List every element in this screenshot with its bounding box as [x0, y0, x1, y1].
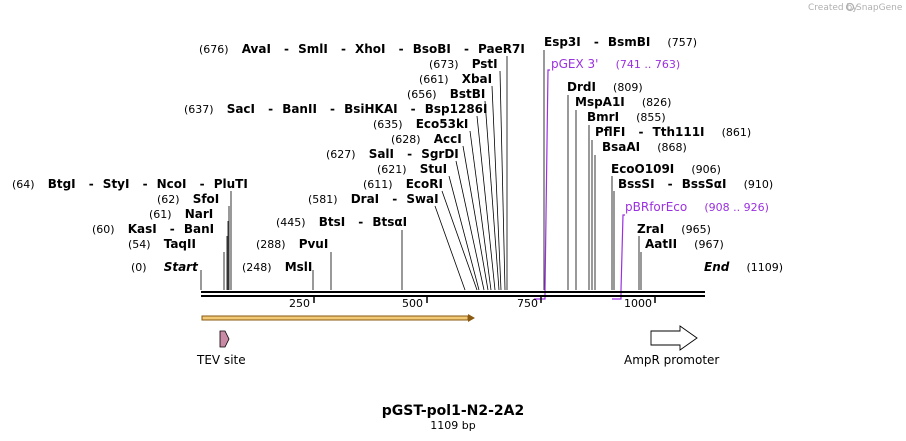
site-label-xbai[interactable]: (661) XbaI: [419, 68, 492, 87]
site-label-stui[interactable]: (621) StuI: [377, 158, 447, 177]
site-label-kasi[interactable]: (60) KasI - BanI: [92, 218, 214, 237]
site-label-nari[interactable]: (61) NarI: [149, 203, 213, 222]
start-text: Start: [164, 260, 199, 274]
site-label-pflfi[interactable]: PflFI - Tth111I (861): [595, 121, 751, 140]
site-label-aatii[interactable]: AatII (967): [645, 233, 724, 252]
site-label-acci[interactable]: (628) AccI: [391, 128, 462, 147]
site-label-ecoo109i[interactable]: EcoO109I (906): [611, 158, 721, 177]
tick-label-500: 500: [402, 297, 423, 310]
scale-ticks: [313, 296, 656, 303]
connector-psti: [499, 70, 506, 291]
site-label-taqii[interactable]: (54) TaqII: [128, 233, 196, 252]
connector-eco53ki: [469, 130, 492, 291]
connector-sali: [455, 160, 485, 291]
site-label-bmri[interactable]: BmrI (855): [587, 106, 666, 125]
feature-label-tev-site: TEV site: [196, 353, 246, 367]
tev-site-feature[interactable]: [219, 330, 230, 348]
site-label-sali[interactable]: (627) SalI - SgrDI: [326, 143, 459, 162]
map-title: pGST-pol1-N2-2A2: [382, 403, 524, 419]
site-label-pvui[interactable]: (288) PvuI: [256, 233, 328, 252]
connector-saci: [476, 115, 496, 291]
site-connectors: [200, 50, 642, 291]
connector-ecori: [441, 190, 478, 291]
site-label-sfoi[interactable]: (62) SfoI: [157, 188, 219, 207]
site-label-bstbi[interactable]: (656) BstBI: [407, 83, 485, 102]
connector-stui: [448, 175, 480, 291]
site-label-eco53ki[interactable]: (635) Eco53kI: [373, 113, 468, 132]
orf-arrow[interactable]: [201, 314, 475, 322]
site-labels-right: Esp3I - BsmBI (757) DrdI (809) MspA1I (8…: [544, 31, 773, 252]
site-label-btsi[interactable]: (445) BtsI - BtsαI: [276, 211, 407, 230]
site-labels-left: (676) AvaI - SmlI - XhoI - BsoBI - PaeR7…: [12, 38, 525, 275]
site-label-drdi[interactable]: DrdI (809): [567, 76, 643, 95]
end-label: End (1109): [704, 256, 783, 275]
feature-label-ampr-promoter: AmpR promoter: [624, 353, 719, 367]
primer-label-pgex3[interactable]: pGEX 3' (741 .. 763): [551, 53, 680, 72]
site-label-psti[interactable]: (673) PstI: [429, 53, 498, 72]
site-label-mspa1i[interactable]: MspA1I (826): [575, 91, 671, 110]
credit-brand: SnapGene: [856, 3, 903, 13]
tick-label-1000: 1000: [624, 297, 652, 310]
tick-label-250: 250: [289, 297, 310, 310]
tick-label-750: 750: [517, 297, 538, 310]
site-label-bsaai[interactable]: BsaAI (868): [602, 136, 687, 155]
site-label-saci[interactable]: (637) SacI - BanII - BsiHKAI - Bsp1286I: [184, 98, 488, 117]
connector-acci: [462, 145, 489, 291]
primer-pgex3-marker[interactable]: [534, 69, 550, 300]
site-label-msli[interactable]: (248) MslI: [242, 256, 312, 275]
site-label-btgi[interactable]: (64) BtgI - StyI - NcoI - PluTI: [12, 173, 248, 192]
site-label-drai[interactable]: (581) DraI - SwaI: [308, 188, 439, 207]
site-label-avai[interactable]: (676) AvaI - SmlI - XhoI - BsoBI - PaeR7…: [199, 38, 525, 57]
start-label: (0) Start: [131, 256, 199, 275]
map-length: 1109 bp: [430, 419, 475, 432]
site-label-zrai[interactable]: ZraI (965): [637, 218, 711, 237]
connector-drai: [434, 205, 466, 291]
credit-prefix: Created by: [808, 3, 858, 13]
site-label-bsssi[interactable]: BssSI - BssSαI (910): [618, 173, 773, 192]
site-label-esp3i[interactable]: Esp3I - BsmBI (757): [544, 31, 697, 50]
primer-pbrforeco-marker[interactable]: [612, 214, 625, 300]
backbone: [201, 291, 705, 297]
start-position: (0): [131, 261, 147, 274]
site-label-ecori[interactable]: (611) EcoRI: [363, 173, 443, 192]
end-position: (1109): [746, 261, 783, 274]
connector-xbai: [491, 85, 502, 291]
end-text: End: [704, 260, 730, 274]
primer-label-pbrforeco[interactable]: pBRforEco (908 .. 926): [625, 196, 769, 215]
snapgene-logo-icon: [845, 2, 855, 12]
connector-bstbi: [484, 100, 500, 291]
ampr-promoter-feature[interactable]: [650, 325, 698, 351]
